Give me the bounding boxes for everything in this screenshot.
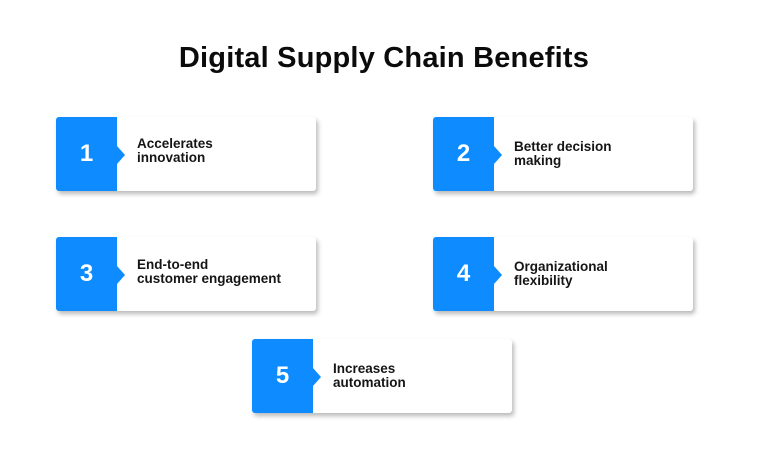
number-badge: 5 <box>252 339 321 413</box>
benefit-label: Organizational flexibility <box>514 259 608 288</box>
number-badge: 2 <box>433 117 502 191</box>
benefit-label: End-to-end customer engagement <box>137 257 282 286</box>
page-title: Digital Supply Chain Benefits <box>178 42 590 74</box>
benefit-card-1: 1 Accelerates innovation <box>56 117 316 191</box>
benefit-label: Better decision making <box>514 139 612 168</box>
benefit-card-4: 4 Organizational flexibility <box>433 237 693 311</box>
number-badge: 3 <box>56 237 125 311</box>
benefit-card-3: 3 End-to-end customer engagement <box>56 237 316 311</box>
number-badge: 4 <box>433 237 502 311</box>
number-badge: 1 <box>56 117 125 191</box>
benefit-card-2: 2 Better decision making <box>433 117 693 191</box>
benefit-label: Accelerates innovation <box>137 136 213 165</box>
benefit-card-5: 5 Increases automation <box>252 339 512 413</box>
benefit-label: Increases automation <box>333 361 406 390</box>
